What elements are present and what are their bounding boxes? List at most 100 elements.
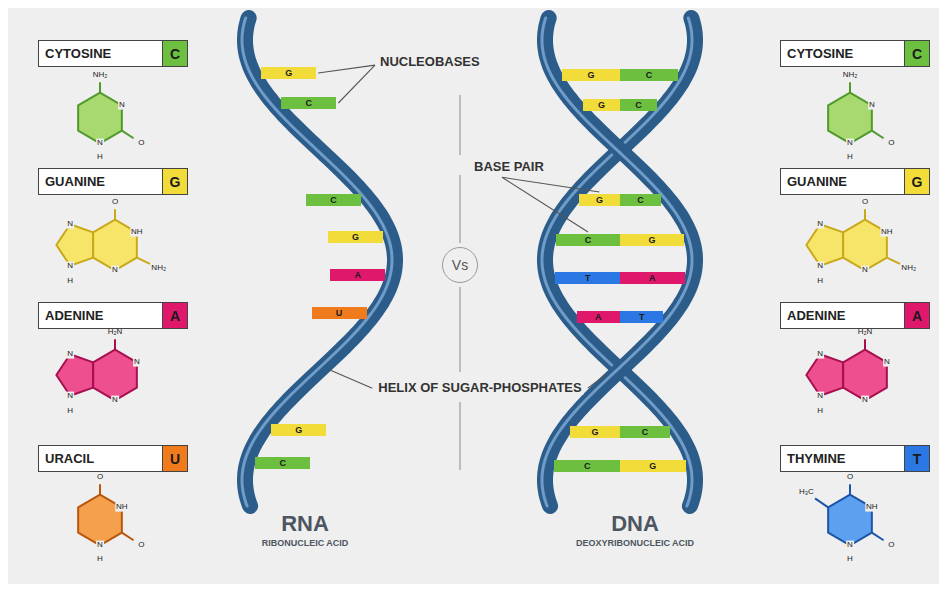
atom-label: H [816, 276, 824, 285]
rna-base-bar: U [312, 307, 367, 319]
base-letter: C [279, 459, 286, 468]
base-letter: G [285, 69, 292, 78]
rna-base-bar: G [328, 231, 383, 243]
base-letter: C [642, 428, 649, 437]
leader-line [330, 370, 372, 388]
atom-label: N [66, 391, 74, 400]
rna-base-bar: G [261, 67, 316, 79]
molecule-title: DNA [609, 512, 661, 536]
base-letter: G [904, 169, 929, 194]
base-name: CYTOSINE [39, 41, 162, 66]
atom-label: NH [130, 228, 144, 237]
base-letter: G [588, 71, 595, 80]
base-letter: G [596, 196, 603, 205]
atom-label: N [66, 350, 74, 359]
molecule-structure [806, 339, 887, 400]
bond-line [872, 131, 884, 139]
molecule-structure [56, 339, 137, 400]
base-name-box: ADENINEA [38, 302, 188, 329]
versus-circle: Vs [442, 247, 478, 283]
base-letter: C [306, 99, 313, 108]
base-name: THYMINE [781, 446, 904, 471]
base-letter: T [639, 313, 645, 322]
atom-label: N [861, 396, 869, 405]
dna-base-bar: T [555, 272, 620, 284]
atom-label: O [887, 541, 895, 550]
atom-label: H₃C [798, 488, 815, 497]
leader-line [502, 177, 588, 232]
atom-label: NH₂ [92, 71, 109, 80]
atom-label: H₂N [107, 328, 124, 337]
atom-label: N [846, 541, 854, 550]
bond-line [99, 82, 101, 92]
bond-line [122, 131, 134, 139]
base-letter: C [330, 196, 337, 205]
molecule-title: DEOXYRIBONUCLEIC ACID [574, 539, 696, 549]
dna-base-bar: G [620, 234, 684, 246]
bond-line [864, 209, 866, 219]
atom-label: H [846, 555, 854, 564]
bond-line [99, 484, 101, 494]
base-name: GUANINE [39, 169, 162, 194]
base-name-box: CYTOSINEC [780, 40, 930, 67]
bond-line [137, 258, 150, 264]
leader-line [502, 177, 599, 192]
base-name: ADENINE [781, 303, 904, 328]
molecule-structure [806, 209, 900, 270]
bond-line [872, 533, 884, 541]
leader-line [338, 65, 375, 103]
callout-label: BASE PAIR [472, 160, 546, 174]
atom-label: O [887, 139, 895, 148]
divider-line [459, 95, 460, 155]
base-name-box: GUANINEG [38, 168, 188, 195]
atom-label: O [846, 473, 854, 482]
atom-label: N [816, 391, 824, 400]
leader-line [588, 374, 607, 388]
base-letter: C [585, 236, 592, 245]
dna-base-bar: C [556, 234, 620, 246]
hexagon-ring [828, 93, 872, 144]
atom-label: N [846, 139, 854, 148]
atom-label: O [137, 541, 145, 550]
dna-base-bar: C [620, 194, 661, 206]
base-name: CYTOSINE [781, 41, 904, 66]
base-letter: C [646, 71, 653, 80]
dna-base-bar: T [620, 311, 663, 323]
dna-base-bar: G [579, 194, 620, 206]
dna-base-bar: A [577, 311, 620, 323]
atom-label: NH [880, 228, 894, 237]
base-letter: C [635, 101, 642, 110]
molecule-structure [56, 209, 150, 270]
atom-label: N [111, 266, 119, 275]
hexagon-ring [93, 350, 137, 401]
molecule-structure [78, 484, 133, 545]
callout-label: HELIX OF SUGAR-PHOSPHATES [376, 381, 583, 395]
bond-line [122, 533, 134, 541]
base-name-box: URACILU [38, 445, 188, 472]
bond-line [849, 82, 851, 92]
base-letter: C [904, 41, 929, 66]
atom-label: N [883, 358, 891, 367]
panel [8, 8, 939, 584]
base-name-box: GUANINEG [780, 168, 930, 195]
dna-base-bar: C [620, 69, 678, 81]
bond-line [864, 339, 866, 349]
molecule-structure [815, 484, 884, 545]
atom-label: H [846, 153, 854, 162]
atom-label: N [96, 139, 104, 148]
base-letter: C [637, 196, 644, 205]
atom-label: N [133, 358, 141, 367]
base-letter: A [904, 303, 929, 328]
atom-label: H [96, 153, 104, 162]
rna-base-bar: C [281, 97, 336, 109]
bond-line [887, 258, 900, 264]
atom-label: O [861, 198, 869, 207]
base-name-box: ADENINEA [780, 302, 930, 329]
base-name-box: THYMINET [780, 445, 930, 472]
base-letter: G [649, 462, 656, 471]
atom-label: N [868, 101, 876, 110]
atom-label: N [66, 261, 74, 270]
